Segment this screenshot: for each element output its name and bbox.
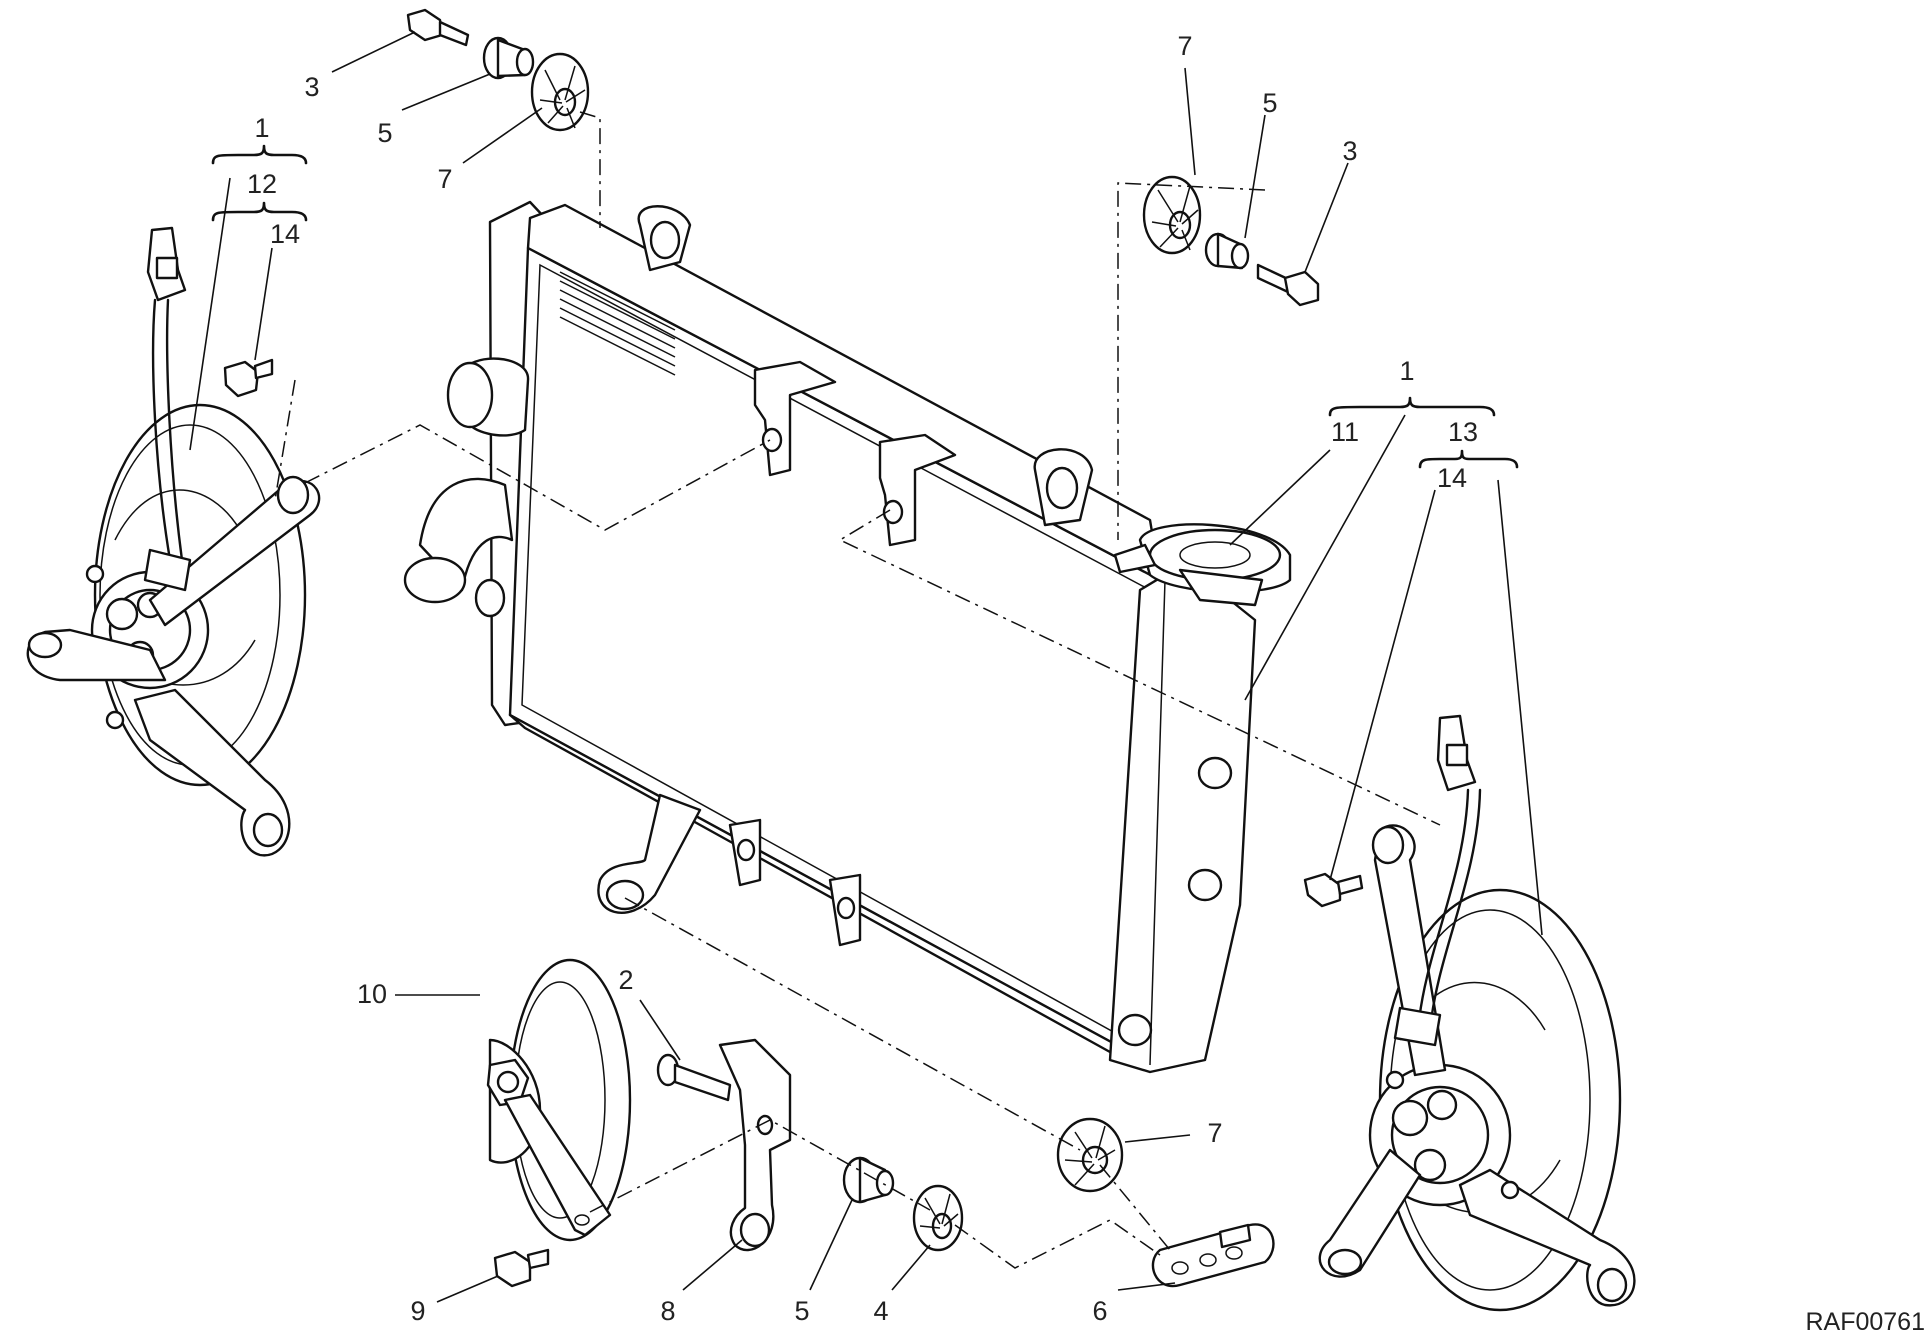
callout-5-bottom: 5	[794, 1296, 809, 1326]
alignment-lines	[274, 111, 1441, 1269]
horn	[486, 958, 632, 1242]
leader-lines	[189, 31, 1543, 1303]
callout-1-right: 1	[1399, 356, 1414, 386]
drawing-code: RAF00761	[1805, 1308, 1925, 1336]
bushing-5-bottom	[842, 1156, 895, 1204]
bolt-9	[493, 1248, 550, 1288]
radiator	[403, 200, 1292, 1074]
fan-right	[1303, 714, 1636, 1312]
callout-10: 10	[357, 979, 387, 1009]
callout-14-left: 14	[270, 219, 300, 249]
callout-9: 9	[410, 1296, 425, 1326]
group-braces	[211, 144, 1519, 469]
callout-11: 11	[1331, 417, 1359, 447]
bolt-14-left	[223, 358, 274, 398]
callout-12: 12	[247, 169, 277, 199]
callout-13: 13	[1448, 417, 1478, 447]
callout-14-right: 14	[1437, 463, 1467, 493]
callout-2: 2	[618, 965, 633, 995]
bracket-8	[718, 1038, 792, 1252]
callout-1-left: 1	[254, 113, 269, 143]
callout-labels: 3 5 7 1 12 14 7 5 3 1 11 13 14 10 2 7 9 …	[247, 31, 1478, 1326]
callout-7-bottom: 7	[1207, 1118, 1222, 1148]
bolt-2	[656, 1053, 732, 1102]
callout-6: 6	[1092, 1296, 1107, 1326]
bracket-6	[1151, 1223, 1275, 1288]
hardware-top-right	[1142, 175, 1320, 307]
callout-7-top-left: 7	[437, 164, 452, 194]
callout-5-top-left: 5	[377, 118, 392, 148]
fan-left	[26, 226, 321, 857]
grommet-7-bottom	[1056, 1117, 1124, 1193]
callout-8: 8	[660, 1296, 675, 1326]
callout-7-top-right: 7	[1177, 31, 1192, 61]
hardware-top-left	[406, 8, 590, 132]
callout-3-top-left: 3	[304, 72, 319, 102]
grommet-4	[912, 1184, 964, 1252]
callout-5-top-right: 5	[1262, 88, 1277, 118]
callout-4: 4	[873, 1296, 888, 1326]
callout-3-top-right: 3	[1342, 136, 1357, 166]
